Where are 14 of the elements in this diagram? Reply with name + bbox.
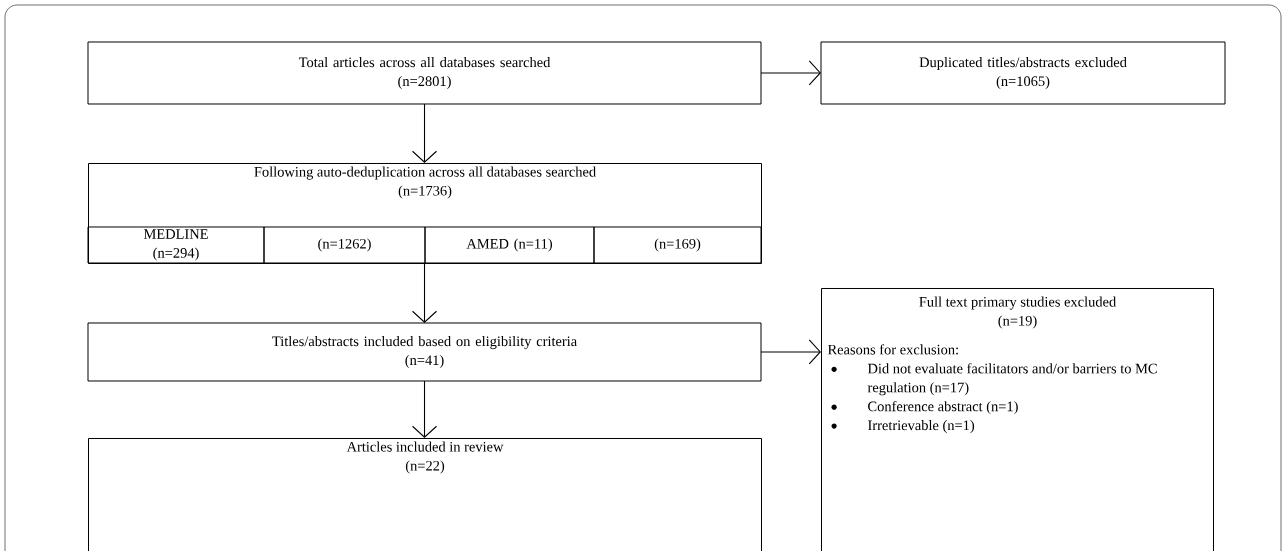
arrow (411, 262, 438, 323)
table-cell: (n=169) (593, 226, 762, 264)
arrow (760, 339, 821, 365)
process-box: Articles included in review (n=22) (88, 438, 762, 551)
arrow (760, 60, 821, 86)
exclusion-box: Full text primary studies excluded (n=19) Reasons for exclusion: Did not evaluate facilitators and/or barriers to MC regulation (n=17) Conference abstract (n=1) Irretrievable (n=1) (821, 288, 1214, 551)
arrow (411, 103, 438, 163)
exclusion-box: Duplicated titles/abstracts excluded (n=1065) (820, 41, 1226, 105)
table-cell: AMED (n=11) (424, 226, 595, 264)
process-box: Titles/abstracts included based on eligibility criteria (n=41) (87, 322, 762, 382)
table-cell: MEDLINE (n=294) (87, 226, 265, 264)
table-cell: (n=1262) (263, 226, 426, 264)
process-box: Total articles across all databases searched (n=2801) (87, 41, 762, 105)
arrow (411, 380, 438, 438)
